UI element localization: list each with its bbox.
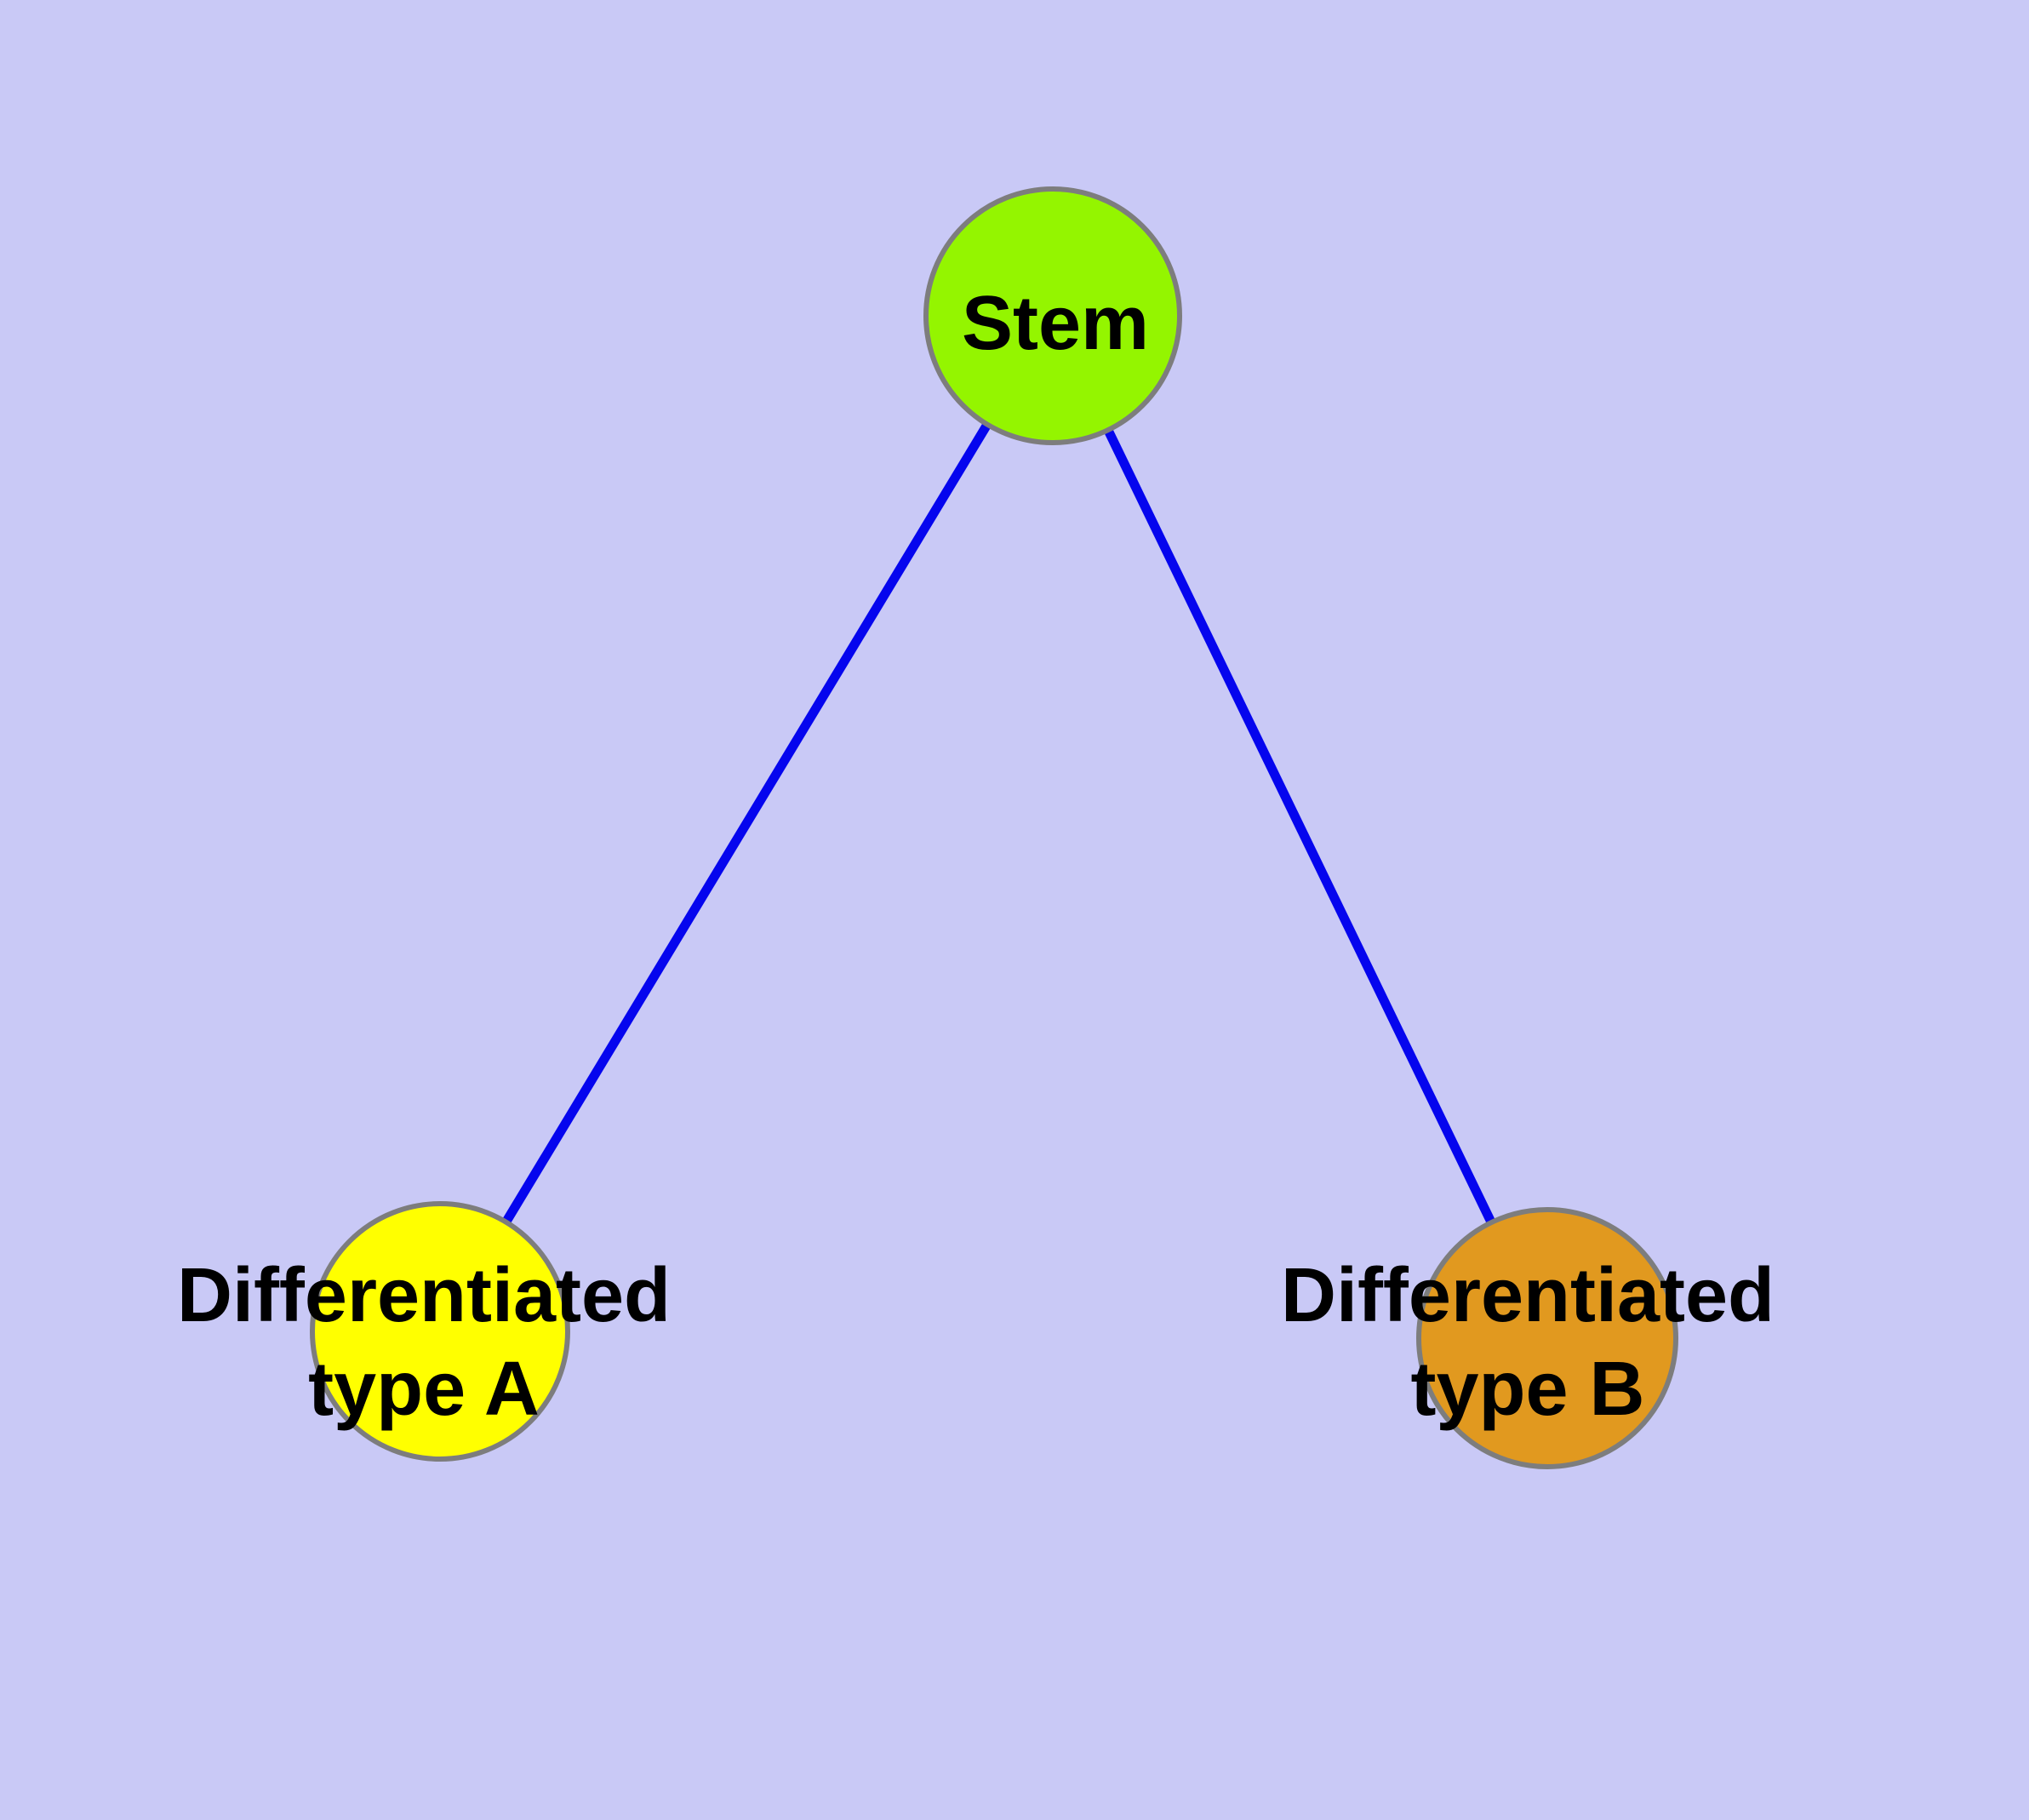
- edges: [436, 313, 1552, 1341]
- node-stem-label: Stem: [962, 281, 1149, 366]
- edge-stem-to-differentiated-type-b: [1049, 313, 1552, 1341]
- node-differentiated-type-b: Differentiated type B: [1281, 1207, 1775, 1469]
- node-stem: Stem: [923, 186, 1182, 445]
- node-differentiated-type-a-label-line2: type A: [308, 1347, 540, 1432]
- node-differentiated-type-a: Differentiated type A: [177, 1201, 671, 1462]
- node-differentiated-type-a-label-line1: Differentiated: [177, 1253, 671, 1338]
- node-differentiated-type-b-label-line1: Differentiated: [1281, 1253, 1775, 1338]
- node-differentiated-type-b-label-line2: type B: [1410, 1347, 1644, 1432]
- node-differentiated-type-a-circle: [310, 1201, 570, 1462]
- node-stem-circle: [923, 186, 1182, 445]
- edge-stem-to-differentiated-type-a: [436, 313, 1057, 1334]
- node-differentiated-type-b-circle: [1416, 1207, 1678, 1469]
